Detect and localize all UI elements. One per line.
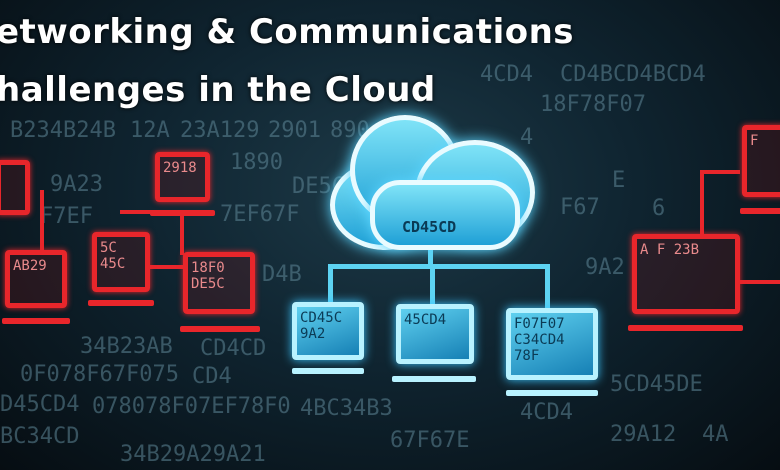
- monitor-text: F07F07 C34CD4 78F: [514, 316, 565, 364]
- background-code: CD4: [192, 364, 232, 389]
- computer-monitor-icon: F: [742, 125, 780, 197]
- network-line: [328, 264, 550, 269]
- network-line: [40, 190, 44, 250]
- monitor-text: 2918: [163, 160, 197, 176]
- background-code: E: [612, 168, 626, 193]
- monitor-text: A F 23B: [640, 242, 700, 258]
- network-line: [328, 264, 333, 304]
- background-code: CD4CD: [200, 336, 267, 361]
- background-code: 12A: [130, 118, 170, 143]
- computer-monitor-icon: CD45C 9A2: [292, 302, 364, 360]
- background-code: 4CD4: [480, 62, 533, 87]
- background-code: 4CD4: [520, 400, 573, 425]
- background-code: 23A129: [180, 118, 260, 143]
- background-code: D4B: [262, 262, 302, 287]
- background-code: 2901: [268, 118, 321, 143]
- network-line: [430, 264, 435, 304]
- background-code: CD4BCD4BCD4: [560, 62, 706, 87]
- monitor-stand: [88, 300, 154, 306]
- computer-monitor-icon: AB29: [5, 250, 67, 308]
- background-code: 4A: [702, 422, 729, 447]
- background-code: 18F78F07: [540, 92, 646, 117]
- monitor-text: AB29: [13, 258, 47, 274]
- cloud-label: CD45CD: [402, 218, 457, 236]
- background-code: 67F67E: [390, 428, 470, 453]
- computer-monitor-icon: [0, 160, 30, 215]
- network-line: [545, 264, 550, 309]
- monitor-text: F: [750, 133, 759, 149]
- background-code: 0F078F67F075: [20, 362, 179, 387]
- monitor-stand: [506, 390, 598, 396]
- monitor-stand: [392, 376, 476, 382]
- computer-monitor-icon: 18F0 DE5C: [183, 252, 255, 314]
- computer-monitor-icon: F07F07 C34CD4 78F: [506, 308, 598, 380]
- network-line: [740, 280, 780, 284]
- monitor-stand: [628, 325, 743, 331]
- monitor-stand: [2, 318, 70, 324]
- network-line: [180, 215, 184, 255]
- background-code: 7EF67F: [220, 202, 300, 227]
- title-line-1: etworking & Communications: [0, 12, 575, 52]
- background-code: F67: [560, 195, 600, 220]
- background-code: 29A12: [610, 422, 677, 447]
- monitor-text: 5C 45C: [100, 240, 126, 272]
- background-code: 9A23: [50, 172, 103, 197]
- background-code: 5CD45DE: [610, 372, 703, 397]
- monitor-text: 45CD4: [404, 312, 447, 328]
- background-code: 34B29A29A21: [120, 442, 266, 467]
- background-code: BC34CD: [0, 424, 80, 449]
- network-line: [428, 245, 433, 267]
- monitor-stand: [292, 368, 364, 374]
- monitor-text: CD45C 9A2: [300, 310, 343, 342]
- background-code: 4: [520, 125, 534, 150]
- computer-monitor-icon: 45CD4: [396, 304, 474, 364]
- background-code: D45CD4: [0, 392, 80, 417]
- cloud-icon: CD45CD: [330, 100, 540, 250]
- monitor-stand: [150, 210, 215, 216]
- background-code: 1890: [230, 150, 283, 175]
- background-code: 4BC34B3: [300, 396, 393, 421]
- network-line: [150, 265, 185, 269]
- monitor-text: [1, 165, 25, 171]
- monitor-text: 18F0 DE5C: [191, 260, 225, 292]
- monitor-stand: [740, 208, 780, 214]
- network-line: [700, 170, 704, 235]
- network-line: [700, 170, 740, 174]
- background-code: 34B23AB: [80, 334, 173, 359]
- computer-monitor-icon: 5C 45C: [92, 232, 150, 292]
- background-code: 6: [652, 196, 666, 221]
- background-code: 9A2: [585, 255, 625, 280]
- title-line-2: hallenges in the Cloud: [0, 70, 436, 110]
- computer-monitor-icon: 2918: [155, 152, 210, 202]
- background-code: B234B24B: [10, 118, 116, 143]
- background-code: 078078F07EF78F0: [92, 394, 291, 419]
- computer-monitor-icon: A F 23B: [632, 234, 740, 314]
- monitor-stand: [180, 326, 260, 332]
- background-code: F7EF: [40, 204, 93, 229]
